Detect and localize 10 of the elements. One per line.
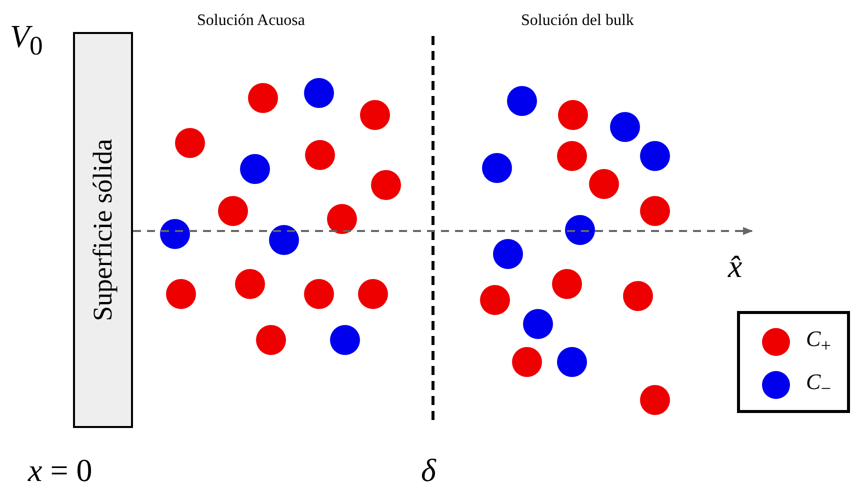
region-title: Solución del bulk xyxy=(521,12,634,30)
surface-label: Superficie sólida xyxy=(88,138,118,322)
origin-label: x = 0 xyxy=(28,452,92,489)
delta-label: δ xyxy=(421,452,436,489)
axis-label: x̂ xyxy=(728,248,742,285)
legend-label: C$_{−}$ xyxy=(806,369,832,400)
region-title: Solución Acuosa xyxy=(197,12,305,30)
potential-label: V$_{0}$ xyxy=(10,18,43,62)
legend-label: C$_{+}$ xyxy=(806,326,832,356)
solid-surface-box xyxy=(73,32,133,428)
